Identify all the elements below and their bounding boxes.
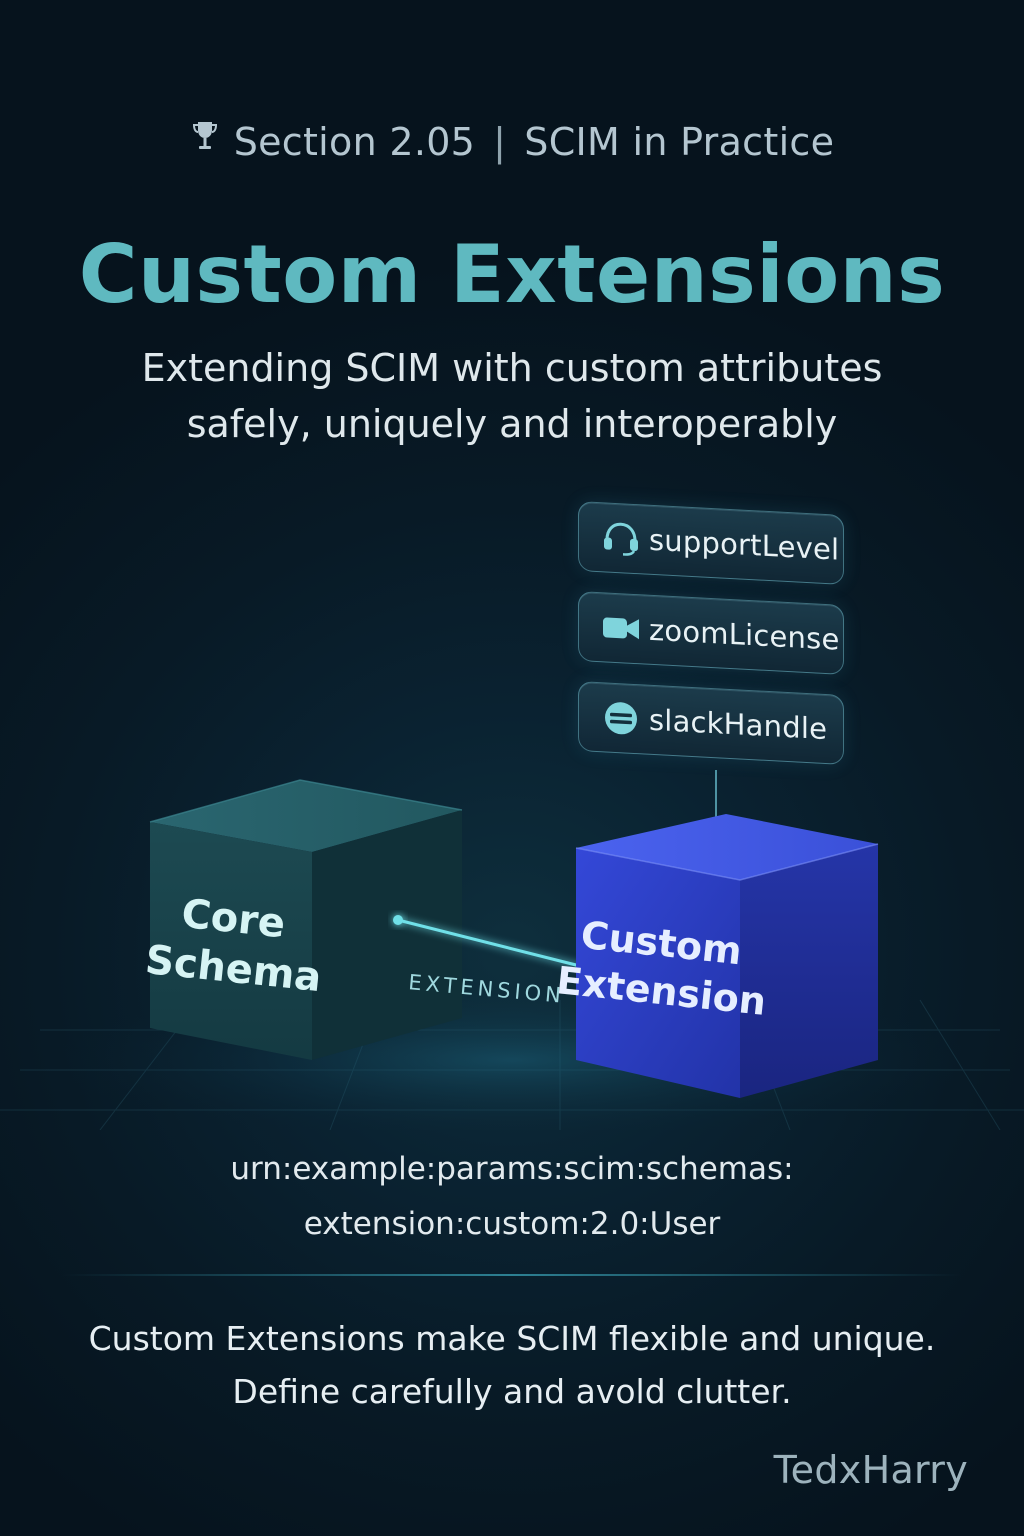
subtitle: Extending SCIM with custom attributes sa… bbox=[0, 340, 1024, 452]
section-topic: SCIM in Practice bbox=[524, 119, 835, 164]
headset-icon bbox=[599, 517, 643, 559]
video-camera-icon bbox=[599, 607, 643, 649]
attribute-pill-slack-handle: slackHandle bbox=[578, 681, 844, 765]
urn-line-2: extension:custom:2.0:User bbox=[303, 1206, 721, 1242]
trophy-icon bbox=[190, 118, 220, 165]
attribute-pill-support-level: supportLevel bbox=[578, 501, 844, 585]
author-signature: TedxHarry bbox=[773, 1448, 968, 1492]
custom-extension-box bbox=[575, 814, 879, 1098]
core-schema-label-line-1: Core bbox=[179, 891, 287, 948]
subtitle-line-2: safely, uniquely and interoperably bbox=[186, 402, 838, 446]
footer-line-2: Define carefully and avold clutter. bbox=[232, 1372, 792, 1411]
footer-note: Custom Extensions make SCIM flexible and… bbox=[0, 1312, 1024, 1418]
header-divider: | bbox=[493, 119, 507, 164]
schema-urn: urn:example:params:scim:schemas: extensi… bbox=[0, 1142, 1024, 1252]
urn-line-1: urn:example:params:scim:schemas: bbox=[230, 1151, 794, 1187]
page-title: Custom Extensions bbox=[78, 228, 946, 321]
connector-node bbox=[393, 915, 403, 925]
extension-connector bbox=[397, 918, 581, 968]
separator-line bbox=[62, 1274, 962, 1276]
attribute-label: supportLevel bbox=[649, 522, 840, 567]
core-schema-box bbox=[149, 779, 463, 1060]
footer-line-1: Custom Extensions make SCIM flexible and… bbox=[88, 1319, 936, 1358]
attribute-label: zoomLicense bbox=[649, 612, 840, 657]
chat-icon bbox=[599, 697, 643, 739]
section-number: Section 2.05 bbox=[233, 119, 476, 164]
subtitle-line-1: Extending SCIM with custom attributes bbox=[141, 346, 883, 390]
attribute-label: slackHandle bbox=[649, 702, 828, 747]
section-header: Section 2.05 | SCIM in Practice bbox=[0, 118, 1024, 165]
schema-diagram: Core Schema EXTENSION Custom Extension bbox=[0, 770, 1024, 1130]
attribute-pill-zoom-license: zoomLicense bbox=[578, 591, 844, 675]
